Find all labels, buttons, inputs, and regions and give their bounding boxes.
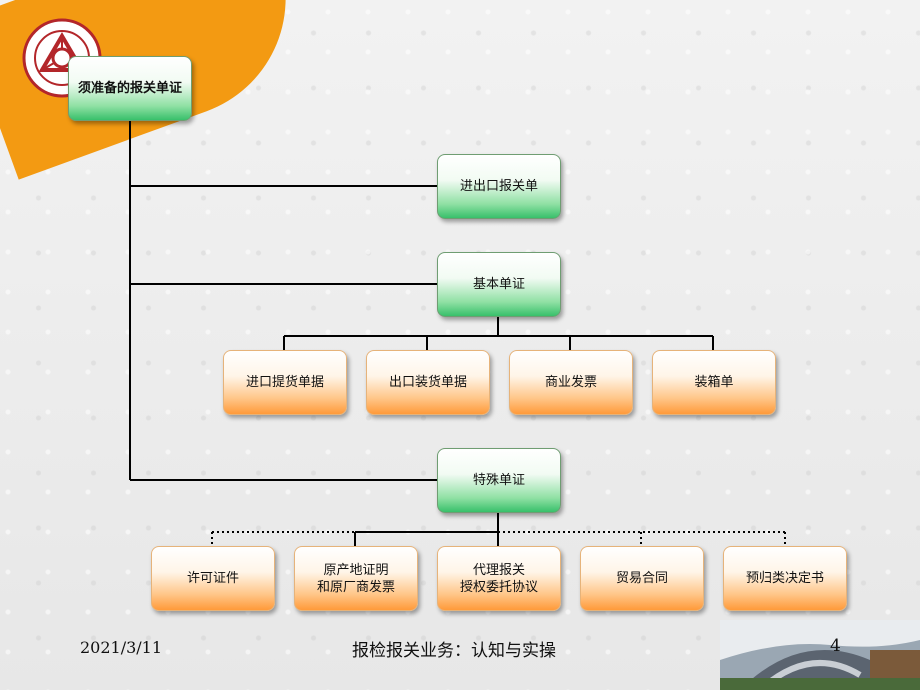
node-label: 原产地证明 和原厂商发票 [317,562,395,596]
node-import-export-declaration: 进出口报关单 [437,154,561,219]
page-number: 4 [830,636,841,656]
node-label-line: 原产地证明 [323,562,389,578]
node-label: 进口提货单据 [245,375,324,390]
node-agency-authorization: 代理报关 授权委托协议 [437,546,561,611]
node-license-documents: 许可证件 [151,546,275,611]
node-label: 出口装货单据 [388,375,467,390]
node-packing-list: 装箱单 [652,350,776,415]
node-export-shipping-documents: 出口装货单据 [366,350,490,415]
root-node: 须准备的报关单证 [68,56,192,121]
node-label-line: 代理报关 [472,562,525,578]
node-label: 装箱单 [694,375,734,390]
node-label: 进出口报关单 [459,179,538,194]
node-import-pickup-documents: 进口提货单据 [223,350,347,415]
node-label: 许可证件 [186,571,239,586]
node-trade-contract: 贸易合同 [580,546,704,611]
node-label: 预归类决定书 [745,571,824,586]
root-node-label: 须准备的报关单证 [77,81,182,96]
node-label: 代理报关 授权委托协议 [460,562,538,596]
node-label: 基本单证 [472,277,525,292]
campus-photo [720,620,920,690]
node-label: 贸易合同 [615,571,668,586]
node-pre-classification-ruling: 预归类决定书 [723,546,847,611]
footer-date: 2021/3/11 [80,638,163,657]
footer-title: 报检报关业务：认知与实操 [352,641,556,661]
node-label: 商业发票 [544,375,597,390]
node-basic-documents: 基本单证 [437,252,561,317]
node-special-documents: 特殊单证 [437,448,561,513]
node-label: 特殊单证 [472,473,525,488]
node-certificate-of-origin: 原产地证明 和原厂商发票 [294,546,418,611]
node-label-line: 和原厂商发票 [316,579,395,595]
node-label-line: 授权委托协议 [459,579,538,595]
node-commercial-invoice: 商业发票 [509,350,633,415]
